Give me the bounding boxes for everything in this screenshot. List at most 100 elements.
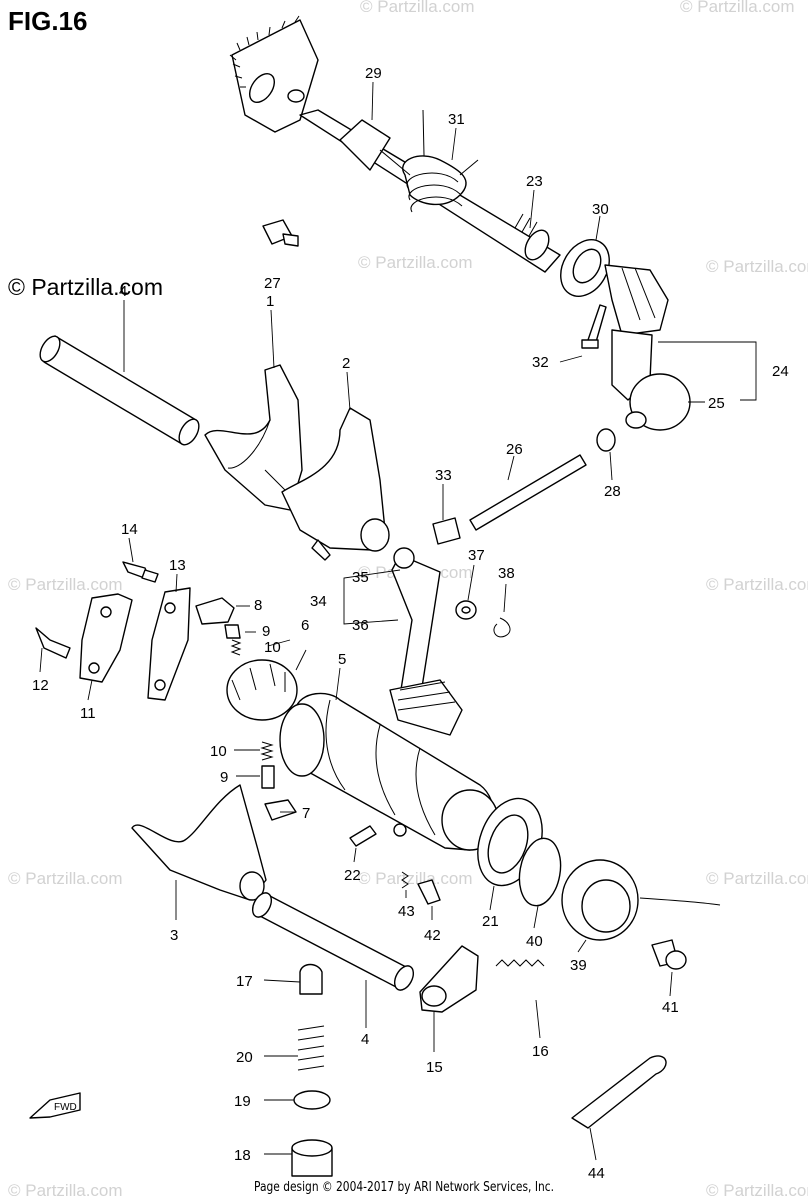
bolt-41 [651, 939, 687, 970]
pin-42 [417, 879, 441, 905]
stopper-plate-13 [147, 587, 191, 701]
callout-10: 10 [264, 639, 281, 656]
pin-9b [261, 765, 275, 789]
callout-44: 44 [588, 1165, 605, 1182]
fwd-arrow-icon: FWD [29, 1092, 81, 1119]
washer-28 [596, 428, 616, 452]
callout-3: 3 [170, 927, 178, 944]
gear-shift-lever-arm-34 [389, 547, 463, 736]
callout-36: 36 [352, 617, 369, 634]
callout-34: 34 [310, 593, 327, 610]
brand-watermark: © Partzilla.com [8, 274, 163, 300]
shift-fork-1 [204, 364, 303, 511]
callout-12: 12 [32, 677, 49, 694]
watermark: © Partzilla.com [706, 1181, 808, 1200]
watermark: © Partzilla.com [680, 0, 795, 16]
fwd-label: FWD [54, 1102, 77, 1113]
watermark: © Partzilla.com [358, 869, 473, 888]
watermark: © Partzilla.com [706, 575, 808, 594]
screw-12 [35, 627, 71, 659]
callout-6: 6 [301, 617, 309, 634]
watermark: © Partzilla.com [8, 1181, 123, 1200]
leader-lines [39, 81, 757, 1161]
bolt-33 [432, 517, 461, 545]
shift-lever-24 [604, 264, 691, 431]
callout-43: 43 [398, 903, 415, 920]
watermark: © Partzilla.com [706, 869, 808, 888]
callout-40: 40 [526, 933, 543, 950]
callout-15: 15 [426, 1059, 443, 1076]
oil-seal-30 [560, 239, 610, 297]
stopper-7 [264, 799, 297, 821]
callout-16: 16 [532, 1043, 549, 1060]
spring-10a [230, 639, 242, 656]
callout-41: 41 [662, 999, 679, 1016]
spring-16 [495, 959, 545, 967]
callout-24: 24 [772, 363, 789, 380]
washer-37 [455, 600, 477, 620]
shift-fork-2 [281, 407, 390, 561]
callout-39: 39 [570, 957, 587, 974]
return-spring-31 [379, 109, 479, 213]
page-footer: Page design © 2004-2017 by ARI Network S… [254, 1180, 554, 1195]
fork-shaft-4b [251, 892, 415, 991]
callout-10b: 10 [210, 743, 227, 760]
pin-9a [224, 624, 241, 639]
watermark: © Partzilla.com [360, 0, 475, 16]
watermark: © Partzilla.com [706, 257, 808, 276]
washer-19 [293, 1090, 331, 1110]
watermark: © Partzilla.com [8, 869, 123, 888]
stopper-8 [195, 597, 235, 625]
callout-4: 4 [119, 283, 127, 300]
callout-9: 9 [262, 623, 270, 640]
shaft-26 [469, 454, 587, 531]
callout-4b: 4 [361, 1031, 369, 1048]
plug-17 [299, 963, 323, 995]
callout-8: 8 [254, 597, 262, 614]
callout-5: 5 [338, 651, 346, 668]
callout-33: 33 [435, 467, 452, 484]
callout-23: 23 [526, 173, 543, 190]
clamp-44 [571, 1055, 667, 1129]
guide-plate-11 [79, 593, 133, 683]
fork-shaft-4 [39, 335, 200, 446]
callout-7: 7 [302, 805, 310, 822]
callout-27: 27 [264, 275, 281, 292]
callout-25: 25 [708, 395, 725, 412]
callout-37: 37 [468, 547, 485, 564]
shift-drum-5 [279, 692, 499, 851]
callout-35: 35 [352, 569, 369, 586]
pin-22 [349, 825, 377, 847]
callout-38: 38 [498, 565, 515, 582]
callout-30: 30 [592, 201, 609, 218]
callout-13: 13 [169, 557, 186, 574]
callout-42: 42 [424, 927, 441, 944]
callout-28: 28 [604, 483, 621, 500]
callout-9b: 9 [220, 769, 228, 786]
spring-20 [297, 1025, 325, 1071]
spring-10b [260, 741, 274, 761]
o-ring-40 [518, 837, 562, 907]
callout-17: 17 [236, 973, 253, 990]
bolt-27 [262, 219, 299, 247]
callout-29: 29 [365, 65, 382, 82]
shift-cam-6 [226, 659, 298, 721]
callout-20: 20 [236, 1049, 253, 1066]
callout-1: 1 [266, 293, 274, 310]
gear-position-switch-39 [561, 859, 721, 941]
watermark: © Partzilla.com [358, 253, 473, 272]
bolt-32 [581, 304, 607, 349]
shift-fork-3 [131, 784, 267, 901]
figure-title: FIG.16 [8, 6, 88, 36]
callout-18: 18 [234, 1147, 251, 1164]
callout-26: 26 [506, 441, 523, 458]
shift-arm-15 [419, 945, 479, 1013]
callout-11: 11 [80, 705, 96, 722]
screw-14 [122, 561, 159, 583]
callout-22: 22 [344, 867, 361, 884]
callouts: 29 31 23 30 27 4 1 2 32 24 25 26 33 28 1… [32, 65, 789, 1182]
watermark: © Partzilla.com [8, 575, 123, 594]
bolt-18 [291, 1139, 333, 1177]
callout-14: 14 [121, 521, 138, 538]
